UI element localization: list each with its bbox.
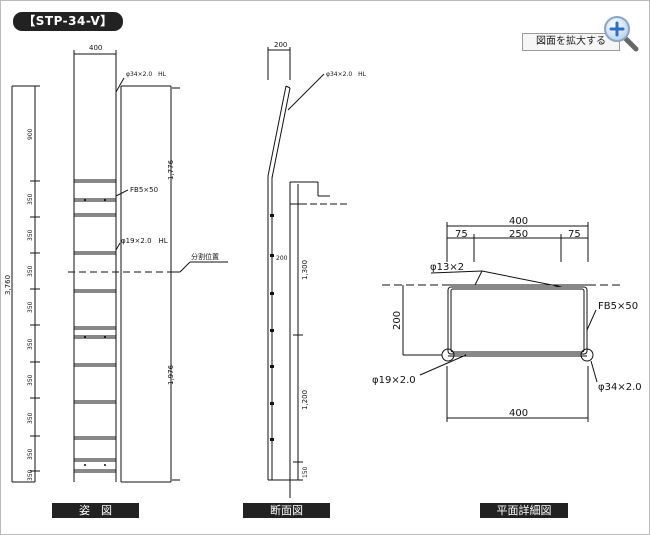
plan-top-total: 400 [509,216,528,227]
plan-height: 200 [392,311,403,330]
product-title-badge: 【STP-34-V】 [13,12,123,31]
section-dim-d: 150 [302,466,309,478]
zoom-drawing-button[interactable]: 図面を拡大する [522,33,620,51]
plan-rung-spec: φ19×2.0 [372,375,416,386]
front-handrail-spec: φ34×2.0 HL [126,71,167,78]
plan-seg-left: 75 [455,229,468,240]
front-dim-9: 350 [27,469,34,481]
section-dim-a: 200 [276,255,288,262]
plan-rail-spec: φ34×2.0 [598,382,642,393]
front-split-label: 分割位置 [191,252,219,261]
section-view [267,47,350,498]
front-dim-0: 900 [27,128,34,140]
front-dim-4: 350 [27,301,34,313]
section-view-caption: 断面図 [243,503,330,518]
front-dim-3: 350 [27,265,34,277]
front-lower-height: 1,976 [167,364,175,385]
front-upper-height: 1,776 [167,159,175,180]
plan-view-caption: 平面詳細図 [480,503,568,518]
front-width-label: 400 [89,44,102,52]
section-dim-c: 1,200 [301,390,309,410]
front-rung-spec: φ19×2.0 HL [121,237,168,245]
front-dim-8: 350 [27,448,34,460]
front-view [11,50,228,483]
plan-bottom-total: 400 [509,408,528,419]
plan-seg-right: 75 [568,229,581,240]
plan-bolt-spec: φ13×2 [430,262,464,273]
magnifier-plus-icon[interactable] [600,13,640,53]
plan-view [382,222,620,422]
section-top-width: 200 [274,41,287,49]
front-dim-6: 350 [27,374,34,386]
plan-flat-bar-spec: FB5×50 [598,301,638,312]
front-dim-1: 350 [27,193,34,205]
front-step-spec: FB5×50 [130,186,158,194]
section-handrail-spec: φ34×2.0 HL [326,71,367,78]
section-dim-b: 1,300 [301,260,309,280]
front-dim-2: 350 [27,229,34,241]
front-dim-7: 350 [27,412,34,424]
front-view-caption: 姿 図 [52,503,139,518]
front-dim-5: 350 [27,338,34,350]
plan-seg-mid: 250 [509,229,528,240]
front-total-height: 3,760 [4,275,12,295]
